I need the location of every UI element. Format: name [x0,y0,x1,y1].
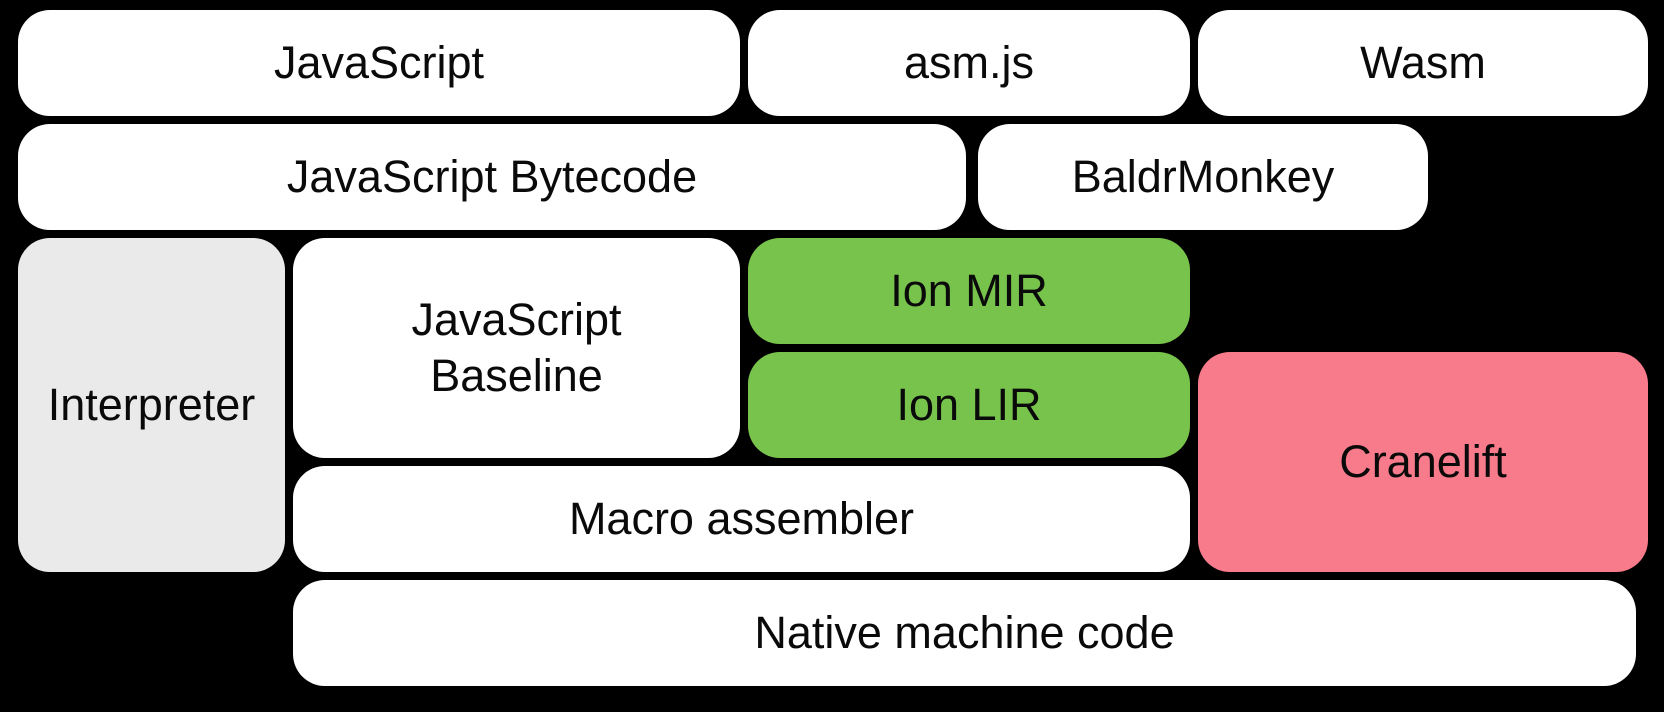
box-ion-mir-label: Ion MIR [890,264,1048,316]
box-native-machine-code-label: Native machine code [754,606,1175,658]
box-baldrmonkey-label: BaldrMonkey [1071,150,1335,202]
box-cranelift-label: Cranelift [1339,435,1507,487]
box-asmjs-label: asm.js [903,36,1034,88]
box-native-machine-code: Native machine code [293,580,1636,686]
box-ion-lir: Ion LIR [748,352,1190,458]
box-wasm: Wasm [1198,10,1648,116]
box-javascript-label: JavaScript [273,36,485,88]
box-baldrmonkey: BaldrMonkey [978,124,1428,230]
box-macro-assembler-label: Macro assembler [568,492,915,544]
box-javascript-bytecode: JavaScript Bytecode [18,124,966,230]
box-interpreter: Interpreter [18,238,285,572]
box-javascript-baseline-label: JavaScript Baseline [411,293,622,401]
box-cranelift: Cranelift [1198,352,1648,572]
box-javascript: JavaScript [18,10,740,116]
box-wasm-label: Wasm [1360,36,1486,88]
box-ion-mir: Ion MIR [748,238,1190,344]
box-javascript-baseline: JavaScript Baseline [293,238,740,458]
box-macro-assembler: Macro assembler [293,466,1190,572]
box-interpreter-label: Interpreter [47,378,256,430]
box-javascript-bytecode-label: JavaScript Bytecode [286,150,698,202]
box-ion-lir-label: Ion LIR [896,378,1042,430]
box-asmjs: asm.js [748,10,1190,116]
